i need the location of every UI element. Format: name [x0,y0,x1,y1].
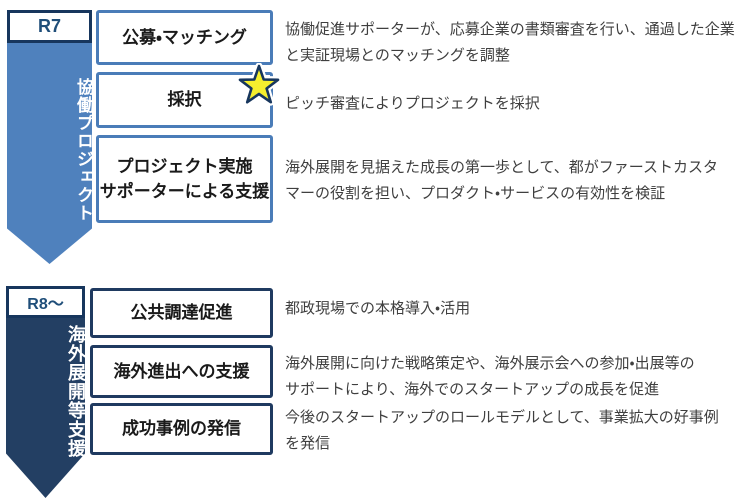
step-description-overseas-expansion-support: 海外展開に向けた戦略策定や、海外展示会への参加・出展等の サポートにより、海外で… [285,355,695,398]
step-box-overseas-expansion-support: 海外進出への支援 [90,345,273,398]
phase2-vertical-title: 海外展開等支援 [66,324,86,458]
step-label: プロジェクト実施 サポーターによる支援 [99,156,270,202]
step-label: 海外進出への支援 [113,361,250,381]
phase1-down-arrow [7,10,92,264]
step-box-open-call-matching: 公募・マッチング [96,10,273,65]
step-description-open-call-matching: 協働促進サポーターが、応募企業の書類審査を行い、通過した企業 と実証現場とのマッ… [285,21,735,64]
step-description-success-stories: 今後のスタートアップのロールモデルとして、事業拡大の好事例 を発信 [285,409,719,452]
phase2-tag: R8～ [6,286,85,318]
step-box-project-implementation: プロジェクト実施 サポーターによる支援 [96,135,273,223]
star-icon [237,63,281,106]
phase2-down-arrow [6,286,85,498]
step-box-success-stories: 成功事例の発信 [90,403,273,455]
step-description-adoption: ピッチ審査によりプロジェクトを採択 [285,95,540,112]
step-label: 公募・マッチング [122,27,247,47]
phase1-vertical-title: 協働プロジェクト [74,77,93,222]
step-label: 採択 [167,90,202,110]
step-box-public-procurement: 公共調達促進 [90,288,273,338]
phase1-tag: R7 [7,10,92,43]
step-label: 成功事例の発信 [122,419,241,439]
step-description-public-procurement: 都政現場での本格導入・活用 [285,300,471,317]
step-label: 公共調達促進 [130,303,233,323]
step-description-project-implementation: 海外展開を見据えた成長の第一歩として、都がファーストカスタ マーの役割を担い、プ… [285,159,719,202]
